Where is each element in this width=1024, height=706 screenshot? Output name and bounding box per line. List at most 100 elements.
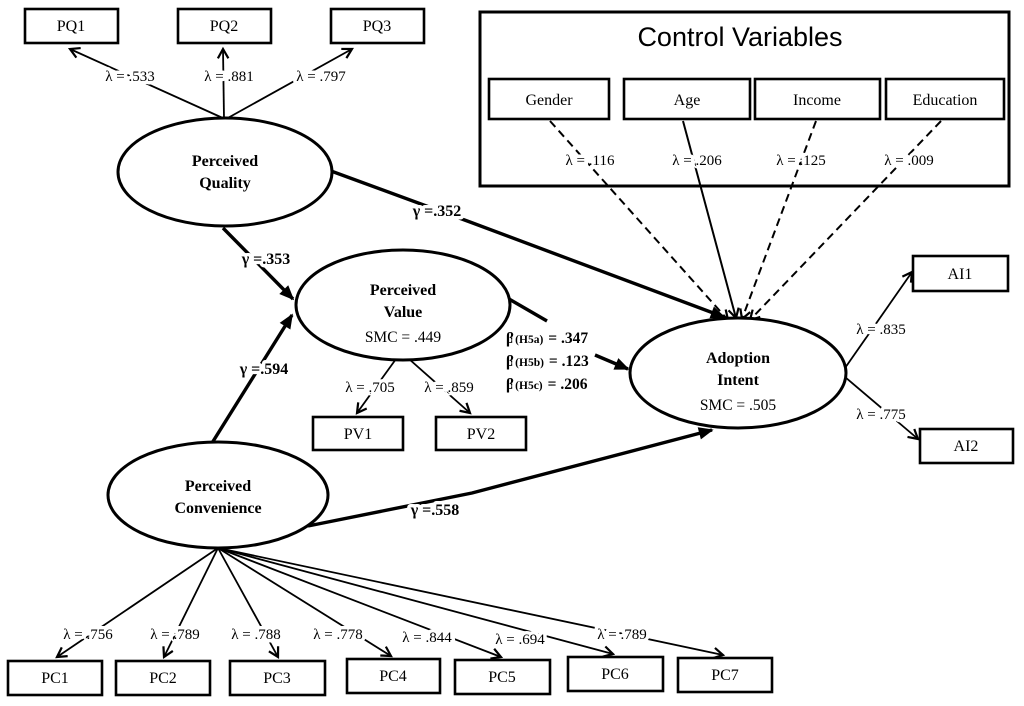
- perceived-convenience-name-line1: Perceived: [185, 478, 251, 495]
- beta-h5a-value: = .347: [548, 330, 588, 347]
- beta-h5c-subscript: (H5c): [515, 380, 543, 392]
- pq2-label: PQ2: [210, 18, 238, 35]
- pq3-box: [329, 7, 426, 45]
- perceived-quality-ellipse: [116, 116, 334, 228]
- pq1-loading-label: λ = .533: [105, 69, 154, 85]
- pv1-box: [311, 415, 405, 452]
- gender-label: Gender: [525, 92, 573, 109]
- path-ai-to-ai2: [844, 376, 920, 441]
- path-pq-to-pq1: [67, 46, 226, 120]
- pc4-box: [345, 657, 442, 695]
- path-pv-to-pv1: [355, 358, 397, 415]
- education-loading-label: λ = .009: [884, 153, 933, 169]
- pq2-box: [176, 7, 273, 45]
- path-pq-to-ai: [330, 169, 726, 319]
- control-variables-title: Control Variables: [637, 22, 842, 52]
- pc7-label: PC7: [711, 667, 739, 684]
- beta-h5c-label: β(H5c) = .206: [506, 376, 588, 393]
- perceived-value-smc: SMC = .449: [365, 329, 442, 346]
- pc3-box: [228, 659, 327, 697]
- path-pc-to-pc5: [217, 547, 504, 660]
- perceived-convenience-ellipse: [106, 440, 330, 550]
- path-coefficient-labels: γ =.352 γ =.353 γ =.594 γ =.558 β(H5a)= …: [235, 200, 592, 523]
- pc4-loading-label: λ = .778: [313, 627, 362, 643]
- pv2-box: [434, 415, 528, 452]
- path-pc-to-pv: [210, 313, 294, 444]
- pq1-box: [23, 7, 120, 45]
- path-age-to-ai: [682, 120, 740, 321]
- pc3-label: PC3: [263, 670, 291, 687]
- latent-perceived-value: Perceived Value SMC = .449: [294, 248, 512, 362]
- path-pc-to-pc1: [55, 547, 219, 659]
- ai1-label: AI1: [948, 266, 973, 283]
- path-gender-to-ai: [549, 120, 730, 322]
- measurement-paths: [55, 46, 920, 660]
- income-box: [753, 77, 882, 121]
- control-paths: [549, 120, 942, 322]
- pv1-label: PV1: [344, 426, 372, 443]
- path-pv-to-pv2: [408, 358, 472, 415]
- beta-h5c-value: = .206: [548, 376, 588, 393]
- pv-indicators: PV1 PV2 λ = .705 λ = .859: [311, 377, 528, 452]
- structural-paths: [210, 169, 726, 528]
- ai2-label: AI2: [954, 438, 979, 455]
- pv1-loading-label: λ = .705: [345, 380, 394, 396]
- beta-h5c-symbol: β: [506, 376, 514, 393]
- pc5-loading-label: λ = .844: [402, 630, 452, 646]
- adoption-intent-ellipse: [628, 316, 848, 430]
- ai1-loading-label: λ = .835: [856, 322, 905, 338]
- beta-h5b-subscript: (H5b): [515, 357, 544, 369]
- gender-box: [487, 77, 611, 121]
- income-label: Income: [793, 92, 841, 109]
- pc6-label: PC6: [601, 666, 629, 683]
- age-box: [622, 77, 752, 121]
- path-pc-to-pc2: [162, 547, 219, 660]
- pc1-label: PC1: [41, 670, 69, 687]
- age-label: Age: [674, 92, 701, 109]
- pq-indicators: PQ1 PQ2 PQ3 λ = .533 λ = .881 λ = .797: [23, 7, 426, 89]
- pv2-label: PV2: [467, 426, 495, 443]
- perceived-value-name-line1: Perceived: [370, 282, 436, 299]
- latent-adoption-intent: Adoption Intent SMC = .505: [628, 316, 848, 430]
- latent-perceived-convenience: Perceived Convenience: [106, 440, 330, 550]
- path-pc-to-pc6: [217, 547, 616, 658]
- path-education-to-ai: [748, 120, 942, 322]
- ai2-box: [918, 427, 1015, 465]
- path-pv-to-ai-upper-segment: [508, 297, 548, 323]
- pq2-loading-label: λ = .881: [204, 69, 253, 85]
- pq1-label: PQ1: [57, 18, 85, 35]
- path-income-to-ai: [739, 120, 817, 322]
- age-loading-label: λ = .206: [672, 153, 722, 169]
- pc2-loading-label: λ = .789: [150, 627, 199, 643]
- pc5-box: [453, 658, 552, 696]
- pc1-box: [6, 659, 104, 697]
- pc-indicators: PC1 PC2 PC3 PC4 PC5 PC6 PC7 λ = .756 λ =…: [6, 624, 774, 697]
- perceived-convenience-name-line2: Convenience: [174, 500, 261, 517]
- path-pc-to-pc3: [217, 547, 280, 659]
- pc1-loading-label: λ = .756: [63, 627, 113, 643]
- pc5-label: PC5: [488, 669, 516, 686]
- pc2-label: PC2: [149, 670, 177, 687]
- path-pq-to-pq3: [225, 47, 354, 120]
- control-variables-panel: Control Variables Gender Age Income Educ…: [478, 10, 1011, 188]
- ai2-loading-label: λ = .775: [856, 407, 905, 423]
- pc4-label: PC4: [379, 668, 407, 685]
- perceived-value-name-line2: Value: [384, 304, 423, 321]
- gamma-pq-pv-label: γ =.353: [241, 251, 291, 268]
- latent-perceived-quality: Perceived Quality: [116, 116, 334, 228]
- path-pc-to-ai: [307, 427, 714, 528]
- perceived-quality-name-line2: Quality: [199, 175, 251, 192]
- beta-h5a-symbol: β: [506, 330, 514, 347]
- income-loading-label: λ = .125: [776, 153, 825, 169]
- perceived-quality-name-line1: Perceived: [192, 153, 258, 170]
- path-pc-to-pc7: [217, 547, 726, 660]
- pc6-loading-label: λ = .694: [495, 632, 545, 648]
- control-variables-frame: [478, 10, 1011, 188]
- path-pc-to-pc4: [217, 547, 393, 658]
- pc2-box: [114, 659, 212, 697]
- beta-h5b-value: = .123: [549, 353, 589, 370]
- pc7-box: [676, 656, 774, 694]
- perceived-value-ellipse: [294, 248, 512, 362]
